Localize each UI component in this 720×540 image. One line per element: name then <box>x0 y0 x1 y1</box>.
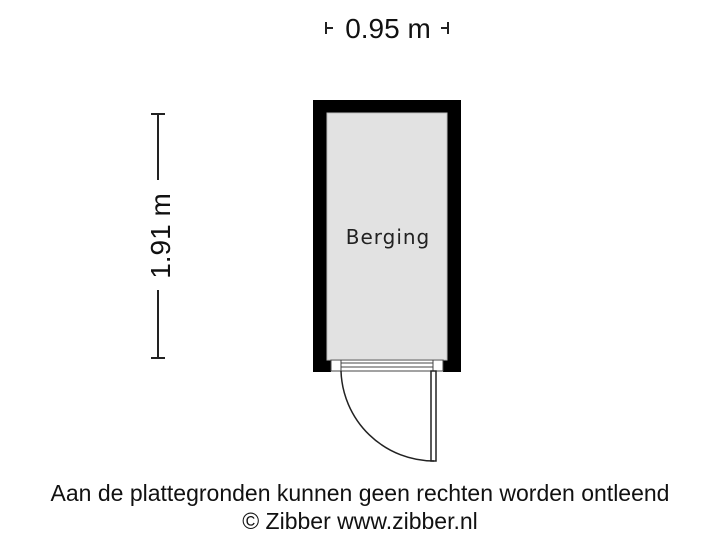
width-dimension-label: 0.95 m <box>345 13 431 44</box>
copyright-text: © Zibber www.zibber.nl <box>242 508 478 534</box>
room-label: Berging <box>346 225 431 249</box>
room-berging: Berging <box>313 100 461 373</box>
height-dimension-label: 1.91 m <box>145 193 176 279</box>
height-dimension: 1.91 m <box>145 113 176 359</box>
door-threshold <box>330 359 444 372</box>
room-floor <box>326 112 448 361</box>
door <box>340 370 437 462</box>
width-dimension: 0.95 m <box>325 13 449 44</box>
disclaimer-text: Aan de plattegronden kunnen geen rechten… <box>50 480 670 506</box>
door-leaf <box>430 370 437 462</box>
door-swing-arc <box>340 370 435 462</box>
